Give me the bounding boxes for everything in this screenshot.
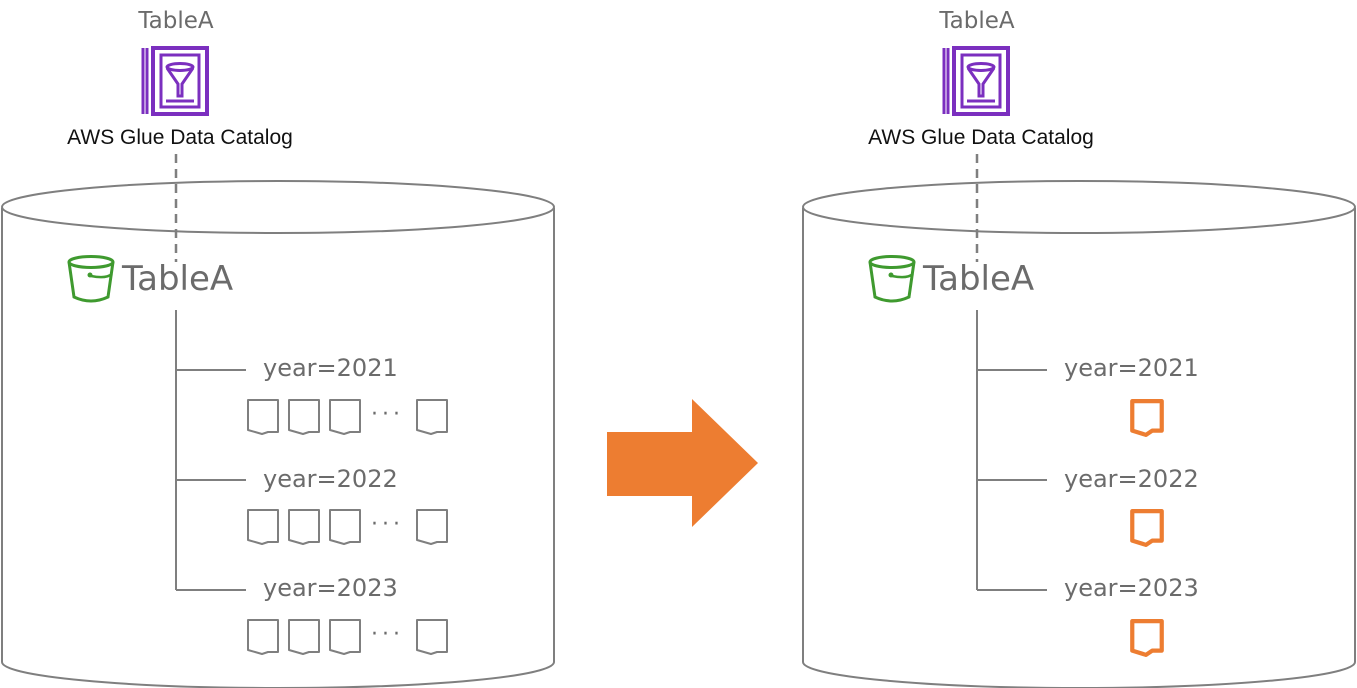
partition: year=2023 ··· <box>247 574 448 655</box>
file-icon <box>247 509 279 545</box>
partition-label: year=2022 <box>263 465 398 493</box>
partition-label: year=2023 <box>1064 574 1199 602</box>
ellipsis: ··· <box>371 512 404 537</box>
small-files: ··· <box>247 619 448 655</box>
bucket-label: TableA <box>121 259 233 299</box>
partition-label: year=2023 <box>263 574 398 602</box>
file-icon <box>288 399 320 435</box>
partition-label: year=2021 <box>1064 354 1199 382</box>
file-icon <box>329 619 361 655</box>
file-icon <box>247 619 279 655</box>
partition-tree <box>976 310 1047 591</box>
after-panel: TableA AWS Glue Data Catalog TableA year… <box>802 8 1356 688</box>
partition: year=2023 <box>1064 574 1199 655</box>
file-icon <box>329 509 361 545</box>
file-icon <box>288 509 320 545</box>
catalog-label: AWS Glue Data Catalog <box>868 126 1094 149</box>
glue-data-catalog-icon <box>141 46 209 116</box>
s3-bucket-icon <box>67 255 115 303</box>
merged-file-icon <box>1132 621 1161 655</box>
file-icon <box>329 399 361 435</box>
file-icon <box>416 619 448 655</box>
glue-data-catalog-icon <box>942 46 1010 116</box>
catalog-table-name: TableA <box>137 8 213 34</box>
file-icon <box>288 619 320 655</box>
partition-label: year=2021 <box>263 354 398 382</box>
file-icon <box>247 399 279 435</box>
partition-label: year=2022 <box>1064 465 1199 493</box>
ellipsis: ··· <box>371 622 404 647</box>
partition: year=2021 ··· <box>247 354 448 435</box>
right-arrow-icon <box>607 399 758 527</box>
s3-bucket-icon <box>868 255 916 303</box>
small-files: ··· <box>247 509 448 545</box>
ellipsis: ··· <box>371 402 404 427</box>
before-panel: TableA AWS Glue Data Catalog TableA year… <box>1 8 555 688</box>
small-files: ··· <box>247 399 448 435</box>
partition-tree <box>175 310 246 591</box>
partition: year=2021 <box>1064 354 1199 435</box>
catalog-label: AWS Glue Data Catalog <box>67 126 293 149</box>
merged-file-icon <box>1132 511 1161 545</box>
catalog-table-name: TableA <box>938 8 1014 34</box>
merged-file-icon <box>1132 401 1161 435</box>
file-icon <box>416 509 448 545</box>
partition: year=2022 <box>1064 465 1199 545</box>
bucket-label: TableA <box>922 259 1034 299</box>
file-icon <box>416 399 448 435</box>
partition: year=2022 ··· <box>247 465 448 545</box>
